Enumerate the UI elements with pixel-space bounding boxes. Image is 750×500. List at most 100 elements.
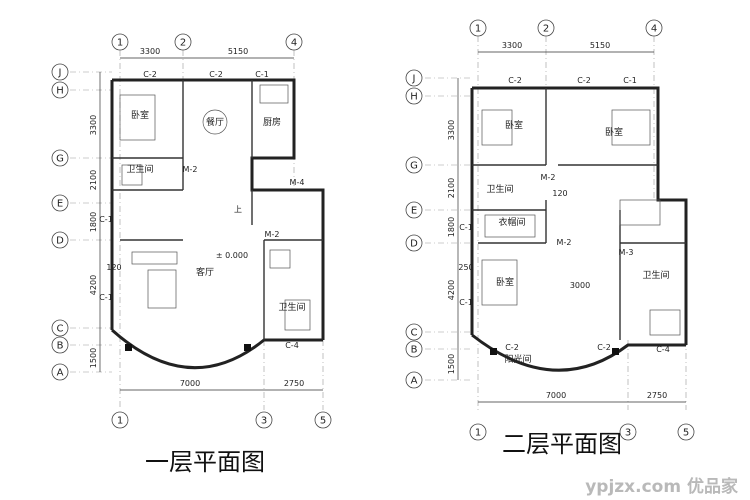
side-dimension: 3300 xyxy=(447,120,456,140)
bottom-axis-label-bubble xyxy=(255,411,273,429)
bottom-axis-label: 1 xyxy=(117,416,123,427)
top-axis-label: 2 xyxy=(543,24,549,35)
side-axis-label: D xyxy=(410,239,418,250)
opening-tag: C-1 xyxy=(99,293,113,302)
watermark: ypjzx.com 优品家 xyxy=(585,476,738,497)
side-axis-label: C xyxy=(57,324,64,335)
side-axis-label-bubble xyxy=(405,156,423,174)
side-axis-label: D xyxy=(56,236,64,247)
bottom-axis-label: 1 xyxy=(475,428,481,439)
opening-tag: C-2 xyxy=(597,343,611,352)
side-dimension: 1500 xyxy=(89,348,98,368)
annotation-label: 120 xyxy=(106,263,121,272)
bottom-axis-label-bubble xyxy=(314,411,332,429)
top-dimension: 5150 xyxy=(590,41,610,50)
top-axis-label: 4 xyxy=(291,38,297,49)
side-axis-label: E xyxy=(411,206,417,217)
room-label: 衣帽间 xyxy=(498,216,525,228)
side-dimension: 4200 xyxy=(89,275,98,295)
side-axis-label-bubble xyxy=(51,63,69,81)
opening-tag: M-3 xyxy=(619,248,634,257)
opening-tag: C-2 xyxy=(505,343,519,352)
top-axis-label: 2 xyxy=(180,38,186,49)
annotation-label: 250 xyxy=(458,263,473,272)
room-label: 餐厅 xyxy=(206,116,224,128)
side-axis-label-bubble xyxy=(405,234,423,252)
opening-tag: C-2 xyxy=(508,76,522,85)
opening-tag: M-2 xyxy=(557,238,572,247)
room-label: 卫生间 xyxy=(278,301,305,313)
top-dimension: 3300 xyxy=(140,47,160,56)
opening-tag: C-2 xyxy=(209,70,223,79)
bottom-dimension: 2750 xyxy=(647,391,667,400)
bottom-axis-label: 3 xyxy=(261,416,267,427)
opening-tag: C-1 xyxy=(255,70,269,79)
bottom-dimension: 2750 xyxy=(284,379,304,388)
side-axis-label-bubble xyxy=(51,194,69,212)
side-axis-label: C xyxy=(411,328,418,339)
room-label: 卧室 xyxy=(131,109,149,121)
side-axis-label-bubble xyxy=(405,371,423,389)
plan-title: 二层平面图 xyxy=(502,430,622,458)
side-dimension: 1800 xyxy=(447,217,456,237)
side-axis-label-bubble xyxy=(405,323,423,341)
top-axis-label: 1 xyxy=(475,24,481,35)
opening-tag: C-4 xyxy=(656,345,670,354)
side-dimension: 1800 xyxy=(89,212,98,232)
opening-tag: C-1 xyxy=(459,298,473,307)
side-axis-label: E xyxy=(57,199,63,210)
opening-tag: M-2 xyxy=(265,230,280,239)
annotation-label: 120 xyxy=(552,189,567,198)
top-axis-label-bubble xyxy=(537,19,555,37)
side-dimension: 2100 xyxy=(447,178,456,198)
bottom-axis-label-bubble xyxy=(677,423,695,441)
side-dimension: 4200 xyxy=(447,280,456,300)
side-axis-label-bubble xyxy=(405,87,423,105)
side-axis-label: H xyxy=(56,86,64,97)
side-axis-label: G xyxy=(56,154,64,165)
side-axis-label-bubble xyxy=(51,149,69,167)
side-axis-label: A xyxy=(57,368,64,379)
plan-title: 一层平面图 xyxy=(145,448,265,476)
side-axis-label-bubble xyxy=(405,201,423,219)
annotation-label: ± 0.000 xyxy=(216,251,248,260)
room-label: 阳光间 xyxy=(504,353,531,365)
annotation-label: 上 xyxy=(234,205,242,214)
top-axis-label: 1 xyxy=(117,38,123,49)
opening-tag: M-2 xyxy=(183,165,198,174)
opening-tag: M-4 xyxy=(290,178,305,187)
top-axis-label-bubble xyxy=(469,19,487,37)
side-dimension: 3300 xyxy=(89,115,98,135)
side-axis-label-bubble xyxy=(51,319,69,337)
room-label: 卫生间 xyxy=(642,269,669,281)
top-axis-label-bubble xyxy=(111,33,129,51)
top-axis-label-bubble xyxy=(645,19,663,37)
bottom-dimension: 7000 xyxy=(546,391,566,400)
room-label: 卫生间 xyxy=(126,163,153,175)
top-axis-label-bubble xyxy=(174,33,192,51)
side-axis-label-bubble xyxy=(51,336,69,354)
side-axis-label: B xyxy=(57,341,64,352)
side-axis-label: G xyxy=(410,161,418,172)
side-axis-label-bubble xyxy=(51,81,69,99)
side-axis-label-bubble xyxy=(51,231,69,249)
side-axis-label: H xyxy=(410,92,418,103)
side-dimension: 1500 xyxy=(447,354,456,374)
opening-tag: C-4 xyxy=(285,341,299,350)
bottom-axis-label-bubble xyxy=(469,423,487,441)
annotation-label: 3000 xyxy=(570,281,590,290)
side-axis-label-bubble xyxy=(405,340,423,358)
side-axis-label: J xyxy=(412,74,416,85)
side-axis-label-bubble xyxy=(51,363,69,381)
top-axis-label: 4 xyxy=(651,24,657,35)
top-axis-label-bubble xyxy=(285,33,303,51)
side-axis-label-bubble xyxy=(405,69,423,87)
bottom-axis-label: 5 xyxy=(683,428,689,439)
side-axis-label: B xyxy=(411,345,418,356)
top-dimension: 5150 xyxy=(228,47,248,56)
opening-tag: C-1 xyxy=(459,223,473,232)
bottom-axis-label-bubble xyxy=(619,423,637,441)
bottom-axis-label: 5 xyxy=(320,416,326,427)
